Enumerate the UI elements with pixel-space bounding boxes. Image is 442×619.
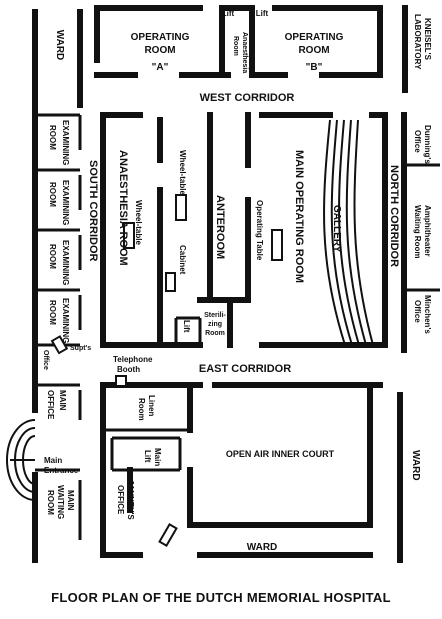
main-entrance-line1: Main — [44, 456, 62, 465]
main-waiting-line3: ROOM — [46, 490, 55, 515]
main-waiting-line2: WAITING — [56, 485, 65, 519]
anaesthesia-room-label: ANAESTHESIA ROOM — [117, 150, 129, 266]
main-office-line2: OFFICE — [46, 390, 55, 420]
wheel-table-anteroom — [175, 194, 187, 221]
kneisel-line1: KNEISEL'S — [423, 18, 432, 61]
supt-desk — [50, 335, 69, 355]
plan-caption: FLOOR PLAN OF THE DUTCH MEMORIAL HOSPITA… — [51, 590, 391, 605]
examining-label-1: EXAMINING — [61, 120, 70, 165]
or-b-line2: ROOM — [298, 45, 329, 56]
operating-table-fixture — [271, 229, 283, 261]
inner-court-label: OPEN AIR INNER COURT — [226, 449, 335, 459]
or-b-line1: OPERATING — [285, 32, 344, 43]
amphitheater-line2: Waiting Room — [413, 205, 422, 258]
north-corridor-label: NORTH CORRIDOR — [388, 165, 400, 267]
or-a-line1: OPERATING — [131, 32, 190, 43]
supt-line2: Office — [42, 350, 49, 370]
janney-line1: JANNEY'S — [126, 480, 135, 520]
main-entrance-stairs — [6, 419, 36, 501]
walls — [32, 5, 408, 563]
small-lift-label: Lift — [182, 320, 191, 333]
south-corridor-label: SOUTH CORRIDOR — [87, 160, 99, 262]
examining-label-4: EXAMINING — [61, 298, 70, 343]
minchen-line1: Minchen's — [423, 295, 432, 334]
sterilizing-line1: Sterili- — [204, 312, 226, 319]
ward-bottom-label: WARD — [247, 542, 278, 553]
lift-label-1: Lift — [222, 9, 235, 18]
examining-label-3: EXAMINING — [61, 240, 70, 285]
east-corridor-label: EAST CORRIDOR — [199, 363, 291, 375]
west-corridor-label: WEST CORRIDOR — [200, 92, 295, 104]
wheel-table-label-1: Wheel-table — [134, 200, 143, 245]
telephone-line1: Telephone — [113, 355, 153, 364]
room-dividers — [35, 113, 440, 540]
wheel-table-label-2: Wheel-table — [178, 150, 187, 195]
kneisel-line2: LABORATORY — [413, 14, 422, 70]
anteroom-label: ANTEROOM — [214, 195, 226, 259]
main-lift-line1: Main — [153, 448, 162, 466]
room-label-3: ROOM — [48, 244, 57, 269]
anaesthesia-small-2: Room — [232, 36, 239, 56]
telephone-booth-fixture — [115, 375, 127, 387]
examining-label-2: EXAMINING — [61, 180, 70, 225]
room-label-1: ROOM — [48, 125, 57, 150]
janney-line2: OFFICE — [116, 485, 125, 515]
fixtures — [50, 194, 283, 548]
main-waiting-line1: MAIN — [66, 490, 75, 511]
operating-table-label: Operating Table — [255, 200, 264, 261]
gallery-label: GALLERY — [331, 205, 342, 253]
linen-line1: Linen — [147, 395, 156, 416]
sterilizing-line2: zing — [208, 321, 222, 328]
dunning-line2: Office — [413, 130, 422, 153]
main-office-line1: MAIN — [58, 390, 67, 411]
ward-right-label: WARD — [410, 450, 421, 481]
amphitheater-line1: Amphitheater — [423, 205, 432, 257]
main-lift-line2: Lift — [143, 450, 152, 463]
minchen-line2: Office — [413, 300, 422, 323]
linen-line2: Room — [137, 398, 146, 421]
room-label-2: ROOM — [48, 182, 57, 207]
main-entrance-line2: Entrance — [44, 466, 79, 475]
or-a-line3: "A" — [152, 62, 169, 73]
lift-label-2: Lift — [256, 9, 269, 18]
telephone-line2: Booth — [117, 365, 140, 374]
supt-line1: Supt's — [70, 345, 91, 352]
dunning-line1: Dunning's — [423, 125, 432, 164]
or-a-line2: ROOM — [144, 45, 175, 56]
ward-top-label: WARD — [54, 30, 65, 61]
room-label-4: ROOM — [48, 300, 57, 325]
sterilizing-line3: Room — [205, 330, 225, 337]
janney-desk — [158, 522, 178, 548]
wheel-table-anaesthesia — [123, 222, 135, 249]
main-operating-room-label: MAIN OPERATING ROOM — [293, 150, 305, 283]
cabinet-label: Cabinet — [178, 245, 187, 275]
anaesthesia-small-1: Anaesthesia — [241, 32, 248, 73]
cabinet-fixture — [165, 272, 176, 292]
gallery-curves — [323, 119, 374, 346]
or-b-line3: "B" — [306, 62, 323, 73]
